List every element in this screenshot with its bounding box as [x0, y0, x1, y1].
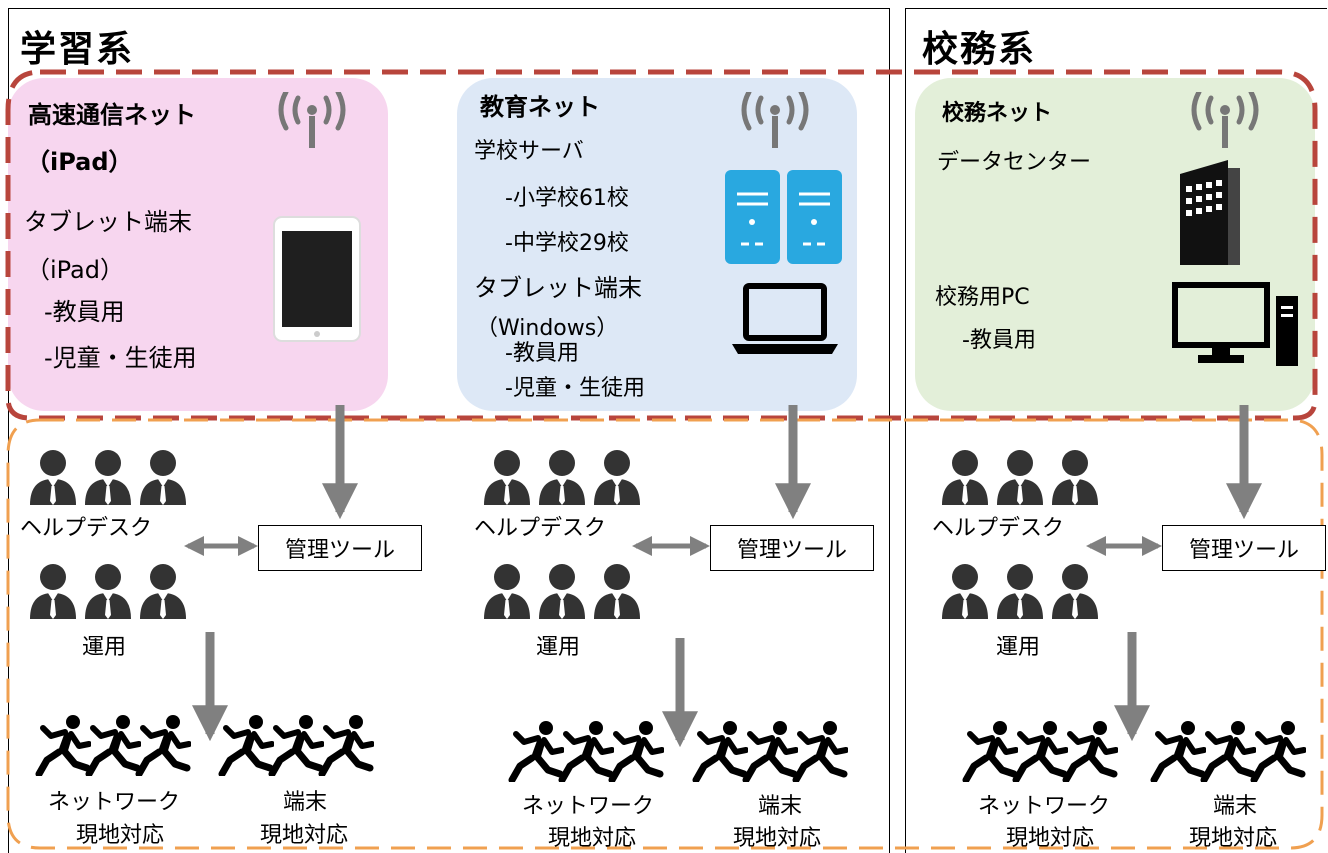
helpdesk-label: ヘルプデスク [20, 516, 153, 541]
education-line-4: タブレット端末 [474, 274, 642, 302]
education-net-title: 教育ネット [480, 93, 600, 121]
management-tool-box: 管理ツール [258, 525, 422, 571]
building-icon [1180, 160, 1240, 265]
education-line-7: -児童・生徒用 [505, 376, 645, 401]
affairs-line-1: データセンター [937, 150, 1092, 175]
learning-section-frame [8, 8, 890, 853]
desktop-pc-icon [1172, 282, 1298, 366]
ops-label: 運用 [996, 635, 1041, 660]
highspeed-line-2: （iPad） [26, 256, 125, 284]
education-line-3: -中学校29校 [505, 231, 629, 256]
network-onsite-label-1: ネットワーク [522, 794, 655, 819]
affairs-net-box [915, 78, 1315, 411]
tablet-icon [273, 216, 361, 342]
education-line-6: -教員用 [505, 341, 579, 366]
highspeed-line-3: -教員用 [44, 298, 125, 326]
device-onsite-label-1: 端末 [1213, 794, 1258, 819]
helpdesk-label: ヘルプデスク [474, 516, 607, 541]
server-icon [725, 170, 842, 264]
ops-label: 運用 [536, 635, 581, 660]
device-onsite-label-2: 現地対応 [1189, 826, 1278, 851]
learning-section-title: 学習系 [20, 29, 135, 70]
laptop-icon [732, 283, 838, 354]
network-onsite-label-1: ネットワーク [978, 794, 1111, 819]
network-onsite-label-2: 現地対応 [548, 826, 637, 851]
management-tool-box: 管理ツール [710, 525, 874, 571]
affairs-line-3: -教員用 [962, 328, 1036, 353]
affairs-net-title: 校務ネット [942, 101, 1053, 126]
education-line-5: （Windows） [476, 316, 619, 341]
education-line-2: -小学校61校 [505, 186, 629, 211]
highspeed-line-1: タブレット端末 [24, 208, 192, 236]
highspeed-net-subtitle: （iPad） [26, 148, 133, 176]
helpdesk-label: ヘルプデスク [932, 516, 1065, 541]
network-onsite-label-1: ネットワーク [48, 790, 181, 815]
education-line-1: 学校サーバ [474, 139, 584, 164]
device-onsite-label-2: 現地対応 [733, 826, 822, 851]
highspeed-net-title: 高速通信ネット [28, 101, 196, 129]
network-onsite-label-2: 現地対応 [1006, 826, 1095, 851]
affairs-section-title: 校務系 [922, 29, 1037, 70]
device-onsite-label-2: 現地対応 [260, 823, 349, 848]
affairs-line-2: 校務用PC [935, 285, 1030, 310]
affairs-section-frame [905, 8, 1327, 853]
highspeed-line-4: -児童・生徒用 [44, 344, 197, 372]
device-onsite-label-1: 端末 [758, 794, 803, 819]
ops-label: 運用 [82, 635, 127, 660]
network-onsite-label-2: 現地対応 [76, 823, 165, 848]
management-tool-box: 管理ツール [1162, 525, 1326, 571]
device-onsite-label-1: 端末 [283, 790, 328, 815]
